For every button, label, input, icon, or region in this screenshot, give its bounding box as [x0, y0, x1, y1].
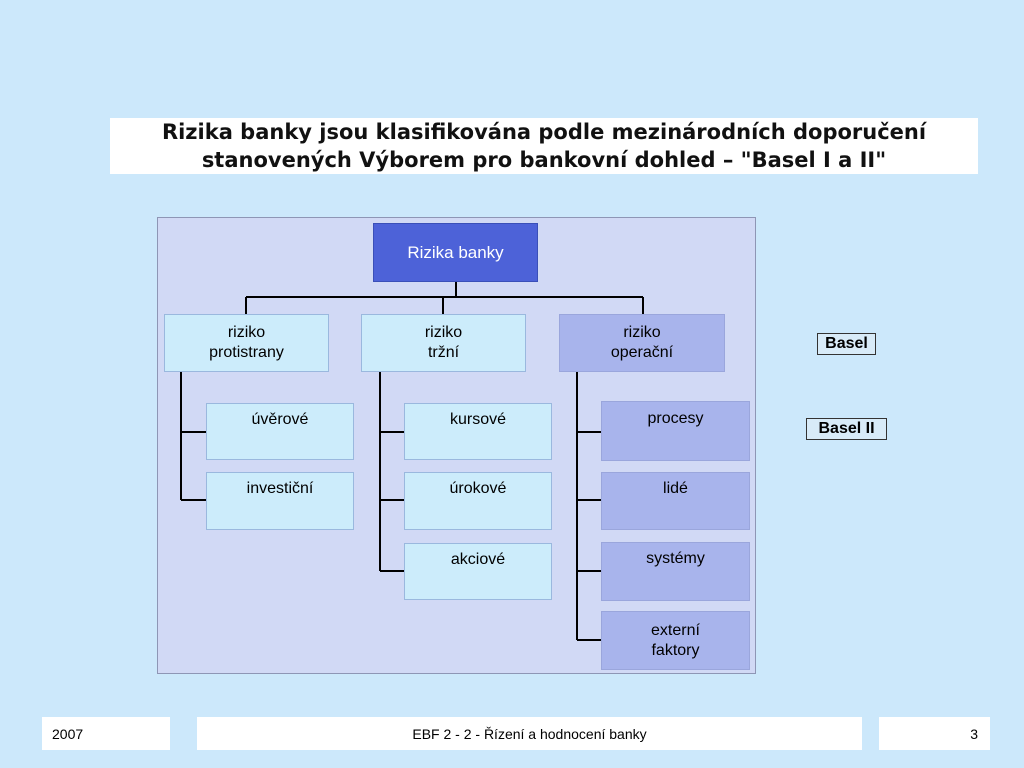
category-node-protistrany: riziko protistrany: [164, 314, 329, 372]
slide-title: Rizika banky jsou klasifikována podle me…: [110, 118, 978, 174]
leaf-node-systemy: systémy: [601, 542, 750, 601]
category-label: riziko: [227, 324, 266, 341]
slide-title-line-1: Rizika banky jsou klasifikována podle me…: [161, 120, 927, 144]
leaf-node-uverove: úvěrové: [206, 403, 354, 460]
category-label: tržní: [427, 344, 460, 361]
leaf-label: externí: [651, 621, 700, 639]
leaf-node-akciove: akciové: [404, 543, 552, 600]
leaf-node-investicni: investiční: [206, 472, 354, 530]
category-label: riziko: [424, 324, 463, 341]
slide-title-line-2: stanovených Výborem pro bankovní dohled …: [201, 148, 887, 172]
leaf-node-procesy: procesy: [601, 401, 750, 461]
leaf-node-urokove: úrokové: [404, 472, 552, 530]
footer-course-title: EBF 2 - 2 - Řízení a hodnocení banky: [197, 717, 862, 750]
root-node-rizika-banky: Rizika banky: [373, 223, 538, 282]
leaf-node-lide: lidé: [601, 472, 750, 530]
category-label: operační: [610, 344, 674, 361]
leaf-node-kursove: kursové: [404, 403, 552, 460]
footer-page-number: 3: [879, 717, 990, 750]
category-label: riziko: [623, 324, 661, 341]
leaf-label: faktory: [651, 641, 700, 659]
footer-year: 2007: [42, 717, 170, 750]
leaf-node-externi-faktory: externí faktory: [601, 611, 750, 670]
category-node-operacni: riziko operační: [559, 314, 725, 372]
basel-2-label: Basel II: [806, 418, 887, 440]
basel-1-label: Basel: [817, 333, 876, 355]
category-node-trzni: riziko tržní: [361, 314, 526, 372]
category-label: protistrany: [209, 344, 284, 361]
